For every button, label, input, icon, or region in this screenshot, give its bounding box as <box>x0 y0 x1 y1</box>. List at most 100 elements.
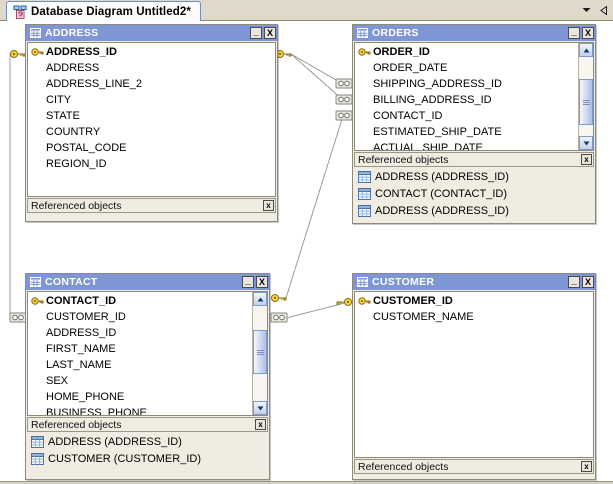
column-name: ESTIMATED_SHIP_DATE <box>373 126 502 138</box>
scrollbar-track[interactable] <box>253 306 267 401</box>
referenced-object-item[interactable]: ADDRESS (ADDRESS_ID) <box>354 202 594 219</box>
column-name: CONTACT_ID <box>373 110 443 122</box>
column-name: CUSTOMER_ID <box>373 295 453 307</box>
table-titlebar[interactable]: ORDERS_X <box>353 25 595 41</box>
column-name: CONTACT_ID <box>46 295 117 307</box>
column-row[interactable]: CUSTOMER_ID <box>28 309 252 325</box>
column-row[interactable]: BILLING_ADDRESS_ID <box>355 92 578 108</box>
minimize-button[interactable]: _ <box>242 276 254 288</box>
table-window-contact[interactable]: CONTACT_X CONTACT_ID CUSTOMER_ID ADDRESS_ID… <box>25 273 270 480</box>
column-row-pk[interactable]: ORDER_ID <box>355 44 578 60</box>
column-row[interactable]: ADDRESS_LINE_2 <box>28 76 275 92</box>
close-button[interactable]: X <box>582 27 594 39</box>
column-row[interactable]: ADDRESS_ID <box>28 325 252 341</box>
referenced-object-label: ADDRESS (ADDRESS_ID) <box>375 204 509 217</box>
relationship-lines <box>9 50 353 323</box>
column-name: COUNTRY <box>46 126 101 138</box>
column-row[interactable]: ACTUAL_SHIP_DATE <box>355 140 578 150</box>
column-row-pk[interactable]: CUSTOMER_ID <box>355 293 593 309</box>
referenced-objects-label: Referenced objects <box>358 153 449 166</box>
scroll-down-button[interactable] <box>579 136 593 150</box>
column-scrollbar[interactable] <box>252 292 267 415</box>
table-titlebar[interactable]: CUSTOMER_X <box>353 274 595 290</box>
column-row[interactable]: CUSTOMER_NAME <box>355 309 593 325</box>
tab-scroll-left-button[interactable] <box>597 3 611 17</box>
column-scrollbar[interactable] <box>578 43 593 150</box>
column-row[interactable]: COUNTRY <box>28 124 275 140</box>
referenced-object-item[interactable]: ADDRESS (ADDRESS_ID) <box>27 433 268 450</box>
close-button[interactable]: X <box>264 27 276 39</box>
table-name-label: ADDRESS <box>45 27 99 39</box>
column-row[interactable]: CITY <box>28 92 275 108</box>
column-row-pk[interactable]: CONTACT_ID <box>28 293 252 309</box>
column-name: ADDRESS_ID <box>46 46 117 58</box>
referenced-object-item[interactable]: CONTACT (CONTACT_ID) <box>354 185 594 202</box>
column-row[interactable]: ORDER_DATE <box>355 60 578 76</box>
referenced-objects-close-button[interactable]: x <box>263 200 274 211</box>
column-name: POSTAL_CODE <box>46 142 127 154</box>
minimize-button[interactable]: _ <box>250 27 262 39</box>
table-window-customer[interactable]: CUSTOMER_X CUSTOMER_ID CUSTOMER_NAME Refere… <box>352 273 596 480</box>
column-row[interactable]: BUSINESS_PHONE <box>28 405 252 416</box>
referenced-objects-label: Referenced objects <box>31 418 122 431</box>
column-row[interactable]: HOME_PHONE <box>28 389 252 405</box>
column-name: ORDER_ID <box>373 46 430 58</box>
column-name: REGION_ID <box>46 158 107 170</box>
column-row[interactable]: ADDRESS <box>28 60 275 76</box>
referenced-objects-bar[interactable]: Referenced objects x <box>354 152 594 167</box>
primary-key-icon <box>31 46 44 59</box>
column-row[interactable]: ESTIMATED_SHIP_DATE <box>355 124 578 140</box>
referenced-objects-list[interactable]: ADDRESS (ADDRESS_ID) CONTACT (CONTACT_ID)… <box>354 167 594 220</box>
column-list[interactable]: CUSTOMER_ID CUSTOMER_NAME <box>354 291 594 458</box>
column-row-pk[interactable]: ADDRESS_ID <box>28 44 275 60</box>
referenced-objects-bar[interactable]: Referenced objects x <box>27 417 268 432</box>
table-grid-icon <box>358 204 371 217</box>
table-titlebar[interactable]: CONTACT_X <box>26 274 269 290</box>
scrollbar-thumb[interactable] <box>253 330 267 374</box>
column-row[interactable]: FIRST_NAME <box>28 341 252 357</box>
table-titlebar[interactable]: ADDRESS _X <box>26 25 277 41</box>
column-row[interactable]: CONTACT_ID <box>355 108 578 124</box>
pk-endpoint-icons <box>10 50 352 306</box>
scroll-up-button[interactable] <box>579 43 593 57</box>
close-button[interactable]: X <box>256 276 268 288</box>
scroll-up-button[interactable] <box>253 292 267 306</box>
minimize-button[interactable]: _ <box>568 27 580 39</box>
column-row[interactable]: SHIPPING_ADDRESS_ID <box>355 76 578 92</box>
tab-list-dropdown-button[interactable] <box>579 3 593 17</box>
column-list[interactable]: CONTACT_ID CUSTOMER_ID ADDRESS_ID FIRST_NAM… <box>27 291 268 416</box>
referenced-object-item[interactable]: CUSTOMER (CUSTOMER_ID) <box>27 450 268 467</box>
scrollbar-track[interactable] <box>579 57 593 136</box>
table-icon <box>357 28 368 38</box>
column-row[interactable]: LAST_NAME <box>28 357 252 373</box>
referenced-object-item[interactable]: ADDRESS (ADDRESS_ID) <box>354 168 594 185</box>
column-row[interactable]: SEX <box>28 373 252 389</box>
scroll-down-button[interactable] <box>253 401 267 415</box>
tab-database-diagram[interactable]: Database Diagram Untitled2* <box>6 1 201 21</box>
column-name: HOME_PHONE <box>46 391 125 403</box>
column-row[interactable]: REGION_ID <box>28 156 275 172</box>
close-button[interactable]: X <box>582 276 594 288</box>
referenced-objects-list[interactable]: ADDRESS (ADDRESS_ID)CUSTOMER (CUSTOMER_I… <box>27 432 268 468</box>
table-icon <box>357 277 368 287</box>
column-row[interactable]: POSTAL_CODE <box>28 140 275 156</box>
referenced-objects-close-button[interactable]: x <box>255 419 266 430</box>
column-row[interactable]: STATE <box>28 108 275 124</box>
column-name: ADDRESS_ID <box>46 327 117 339</box>
scrollbar-thumb[interactable] <box>579 79 593 125</box>
referenced-objects-close-button[interactable]: x <box>581 154 592 165</box>
primary-key-icon <box>358 46 371 59</box>
column-name: BUSINESS_PHONE <box>46 407 147 416</box>
column-name: FIRST_NAME <box>46 343 116 355</box>
referenced-objects-close-button[interactable]: x <box>581 461 592 472</box>
referenced-object-label: ADDRESS (ADDRESS_ID) <box>375 170 509 183</box>
minimize-button[interactable]: _ <box>568 276 580 288</box>
window-bottom-frame <box>0 481 613 484</box>
